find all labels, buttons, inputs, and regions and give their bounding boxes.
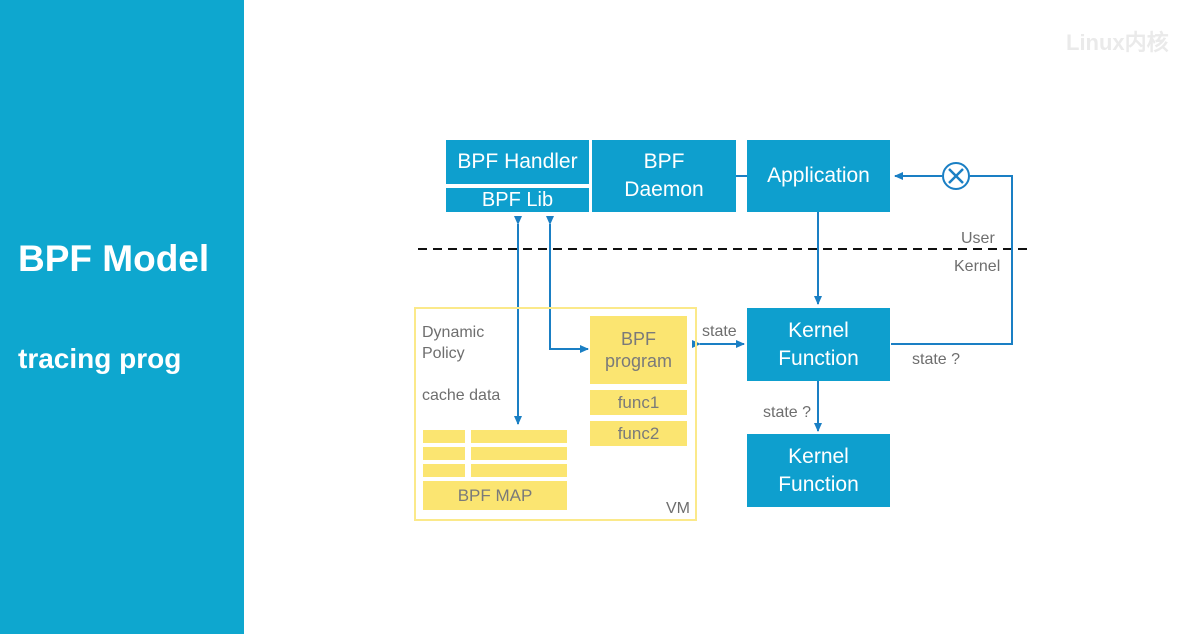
bpf-program-label-1: BPF <box>620 329 656 349</box>
lib-program-arrow <box>546 216 589 353</box>
watermark: Linux内核 <box>1066 30 1169 55</box>
func1-label: func1 <box>617 392 660 412</box>
bpf-daemon-label-1: BPF <box>643 150 685 173</box>
kernel-function-1-label-1: Kernel <box>788 318 849 342</box>
bpf-program-box: BPF program <box>590 316 687 384</box>
map-cell <box>423 447 465 460</box>
cache-data-label: cache data <box>422 387 501 404</box>
sidebar: BPF Model tracing prog <box>0 0 244 634</box>
kernel-function-box-2: Kernel Function <box>747 434 890 507</box>
user-space-label: User <box>961 230 995 247</box>
state-question-down: state ? <box>763 404 812 421</box>
application-label: Application <box>767 164 870 187</box>
func2-box: func2 <box>590 421 687 446</box>
map-cell <box>471 464 567 477</box>
func2-label: func2 <box>617 423 660 443</box>
kernel-space-label: Kernel <box>954 258 1001 275</box>
bpf-daemon-label-2: Daemon <box>624 178 704 201</box>
bpf-map-label: BPF MAP <box>457 485 533 505</box>
vm-label: VM <box>666 500 690 517</box>
bpf-map-box: BPF MAP <box>423 481 567 510</box>
map-cell <box>423 430 465 443</box>
map-cell <box>471 430 567 443</box>
dynamic-policy-label-2: Policy <box>422 345 465 362</box>
func1-box: func1 <box>590 390 687 415</box>
bpf-daemon-box: BPF Daemon <box>592 140 736 212</box>
kernel-function-1-label-2: Function <box>778 346 859 370</box>
map-cell <box>423 464 465 477</box>
slide-title: BPF Model <box>18 238 210 279</box>
state-question-right: state ? <box>912 351 961 368</box>
bpf-handler-label: BPF Handler <box>457 150 578 173</box>
dynamic-policy-label-1: Dynamic <box>422 324 485 341</box>
bpf-program-label-2: program <box>604 351 673 371</box>
application-box: Application <box>747 140 890 212</box>
bpf-lib-box: BPF Lib <box>446 188 589 212</box>
map-cell <box>471 447 567 460</box>
feedback-loop-line <box>891 175 1013 345</box>
kernel-function-2-label-1: Kernel <box>788 444 849 468</box>
bpf-handler-box: BPF Handler <box>446 140 589 184</box>
bpf-lib-label: BPF Lib <box>481 189 554 211</box>
kernel-function-2-label-2: Function <box>778 472 859 496</box>
state-label: state <box>702 323 737 340</box>
kernel-function-box-1: Kernel Function <box>747 308 890 381</box>
vm-container <box>414 307 697 521</box>
blocked-icon <box>942 162 970 190</box>
slide-subtitle: tracing prog <box>18 343 182 374</box>
